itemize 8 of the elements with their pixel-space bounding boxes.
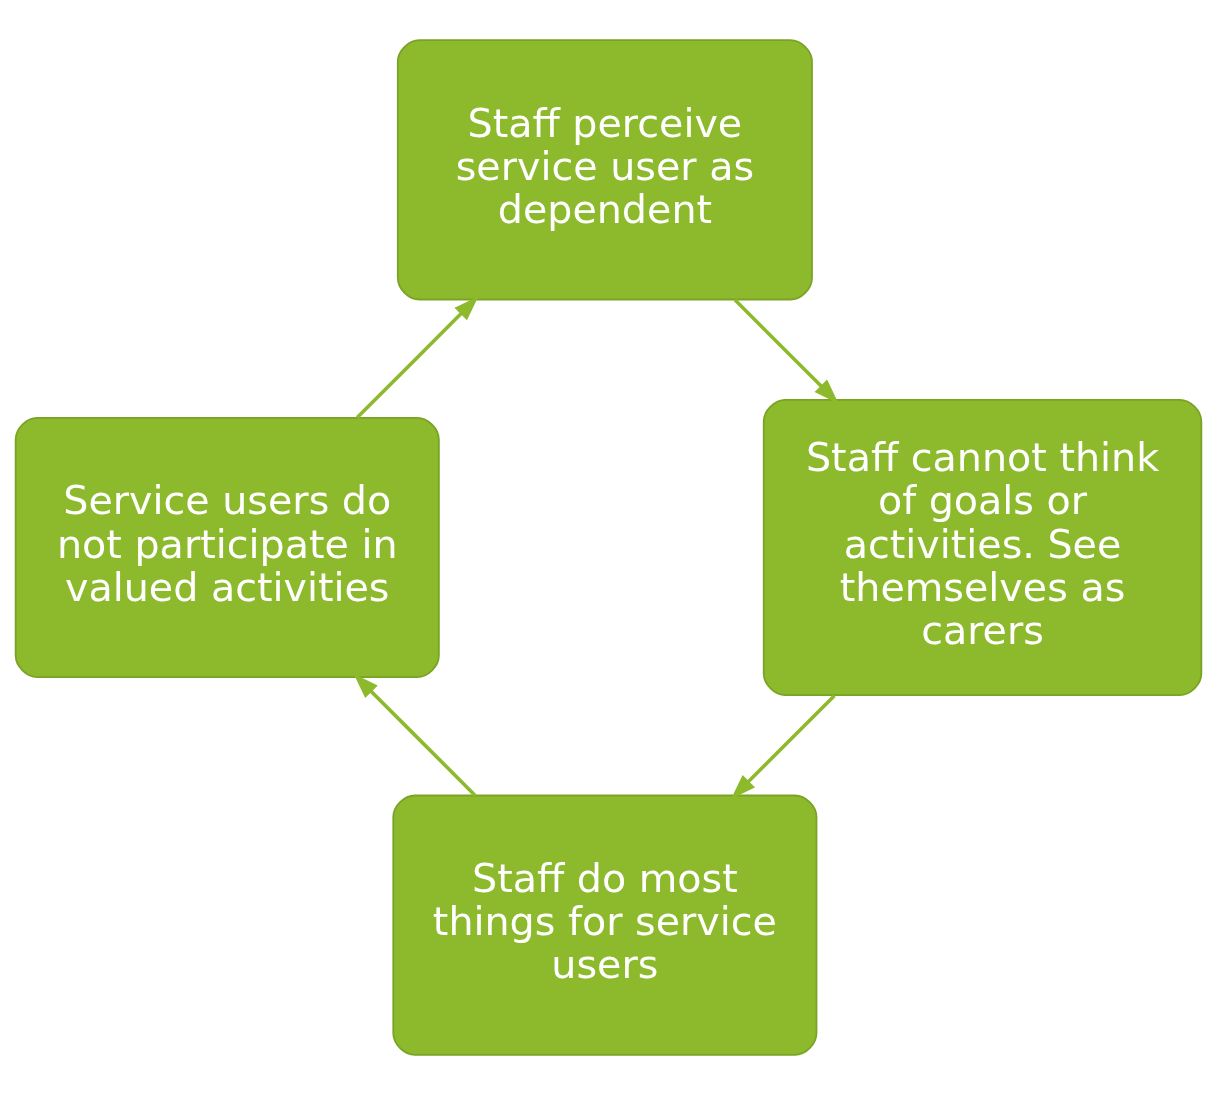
node-box: Staff cannot think of goals or activities. See themselves as carers xyxy=(762,398,1203,696)
node-box: Staff do most things for service users xyxy=(392,794,818,1056)
arrow xyxy=(731,693,836,799)
arrow xyxy=(733,298,839,404)
arrow xyxy=(353,673,477,796)
node-box: Staff perceive service user as dependent xyxy=(396,38,813,300)
arrow xyxy=(355,295,479,419)
node-box: Service users do not participate in valued activities xyxy=(14,416,440,678)
